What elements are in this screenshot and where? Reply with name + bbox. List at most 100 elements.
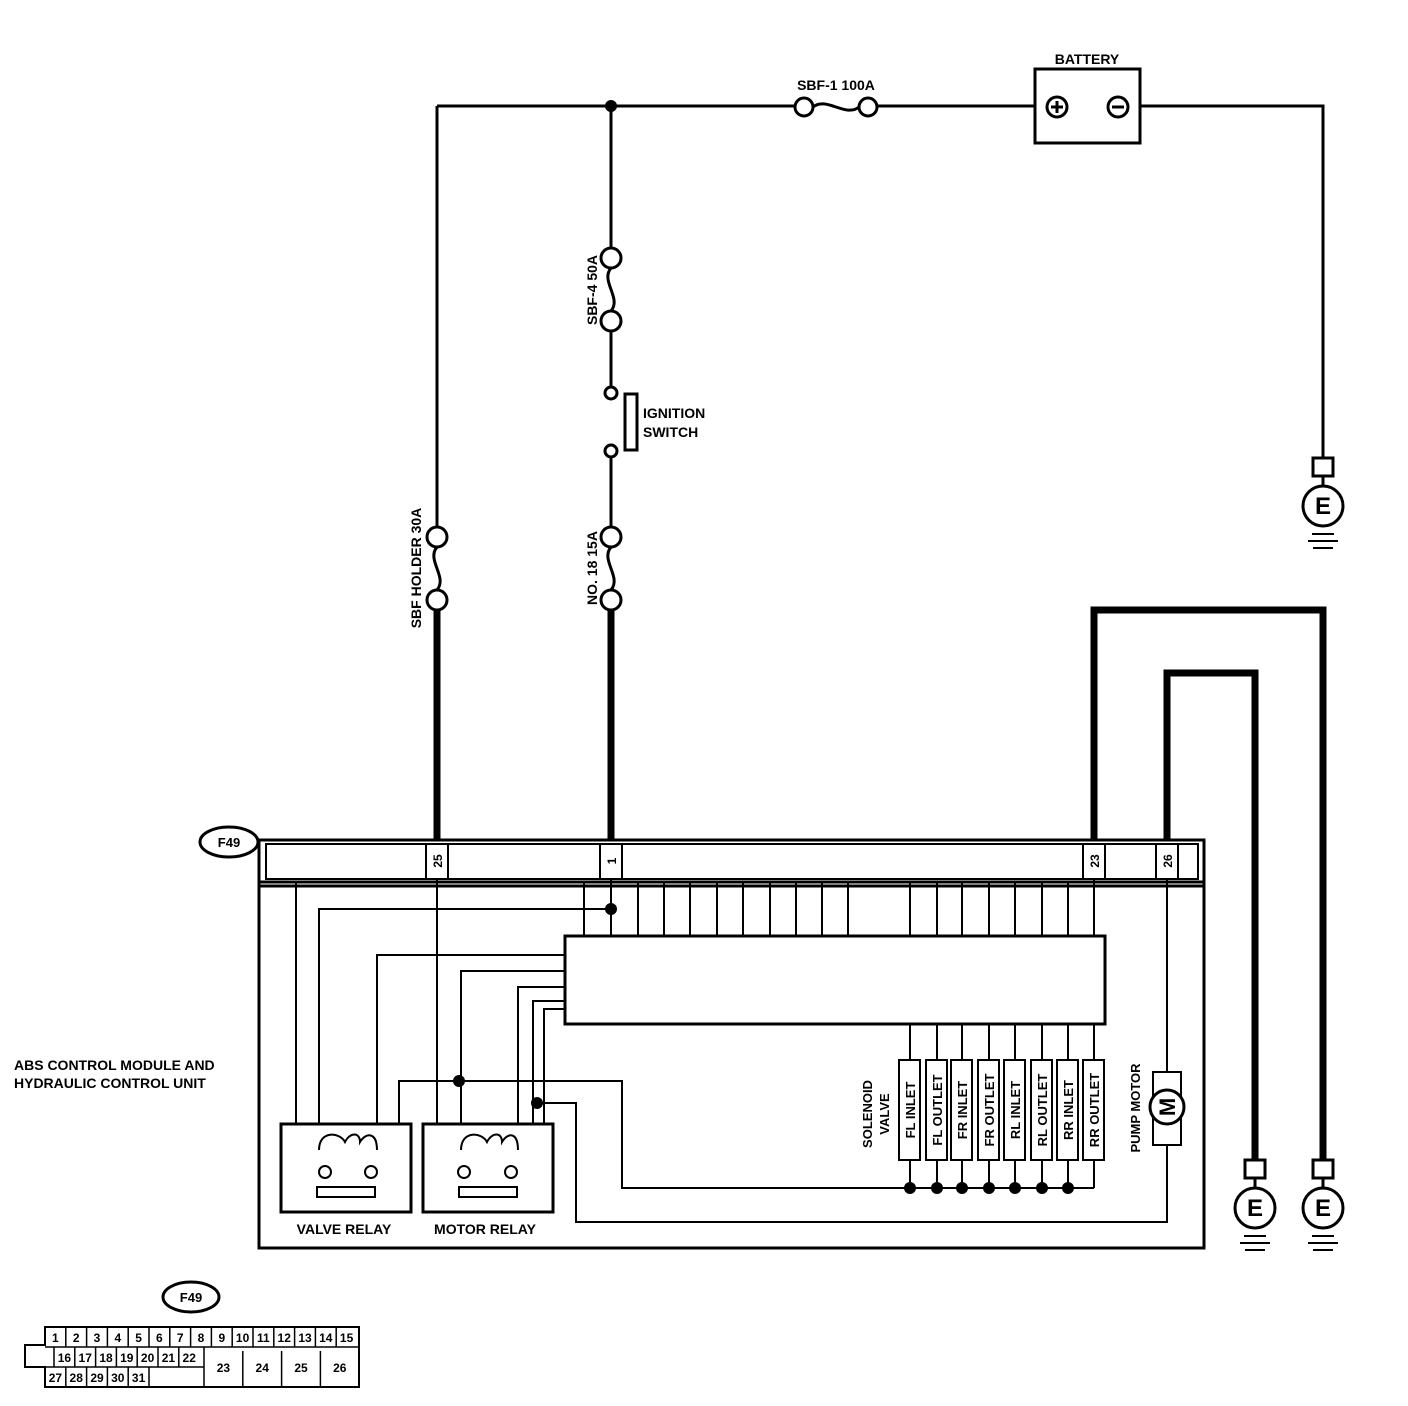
pinout-pin-label: 26 xyxy=(333,1361,347,1375)
motor-relay-contact xyxy=(458,1186,518,1198)
pinout-pin-label: 8 xyxy=(198,1331,205,1345)
ground-label-3: E xyxy=(1315,1195,1331,1222)
pinout-pin-label: 6 xyxy=(156,1331,163,1345)
pinout-pin-label: 7 xyxy=(177,1331,184,1345)
connector-id-label: F49 xyxy=(218,835,240,850)
module-label-2: HYDRAULIC CONTROL UNIT xyxy=(14,1075,206,1091)
pin-label: 1 xyxy=(605,857,619,864)
pinout-pin-label: 24 xyxy=(256,1361,270,1375)
solenoid-valve-label: RL OUTLET xyxy=(1035,1074,1050,1147)
pinout-pin-label: 20 xyxy=(141,1351,155,1365)
battery-label: BATTERY xyxy=(1055,51,1120,67)
motor-relay-label: MOTOR RELAY xyxy=(434,1221,537,1237)
ground-label-1: E xyxy=(1315,493,1331,520)
solenoid-valve-label: RR OUTLET xyxy=(1087,1073,1102,1147)
junction-dot xyxy=(904,1182,916,1194)
pin-label: 25 xyxy=(431,854,445,868)
pinout-pin-label: 30 xyxy=(111,1371,125,1385)
valve-relay-label: VALVE RELAY xyxy=(297,1221,392,1237)
solenoid-label-2: VALVE xyxy=(877,1093,892,1135)
no18-label: NO. 18 15A xyxy=(584,531,600,605)
valve-relay-coil xyxy=(318,1133,378,1151)
solenoid-valve xyxy=(1030,1059,1053,1161)
junction-dot xyxy=(453,1075,465,1087)
solenoid-valve xyxy=(1003,1059,1026,1161)
ground-symbol-2 xyxy=(1233,1158,1277,1251)
wire-pin26-ground xyxy=(1163,669,1259,1160)
solenoid-valve xyxy=(977,1059,1000,1161)
pinout-pin-label: 17 xyxy=(79,1351,93,1365)
pinout-pin-label: 25 xyxy=(294,1361,308,1375)
sbf4-label: SBF-4 50A xyxy=(584,255,600,325)
solenoid-valve xyxy=(1082,1059,1105,1161)
pump-motor-symbol xyxy=(1148,1088,1186,1126)
ignition-switch xyxy=(603,385,639,459)
pinout-pin-label: 14 xyxy=(319,1331,333,1345)
pinout-pin-label: 11 xyxy=(257,1331,270,1345)
motor-relay-box xyxy=(421,1122,555,1214)
pump-motor-m: M xyxy=(1155,1098,1180,1116)
pinout-pin-label: 22 xyxy=(183,1351,197,1365)
pinout-pin-label: 3 xyxy=(94,1331,101,1345)
pinout-pin-label: 13 xyxy=(298,1331,312,1345)
pinout-id-label: F49 xyxy=(180,1290,202,1305)
valve-relay-contact xyxy=(316,1186,376,1198)
pin-label: 26 xyxy=(1161,854,1175,868)
pinout-pin-label: 21 xyxy=(162,1351,176,1365)
ignition-label-1: IGNITION xyxy=(643,405,705,421)
pin-label: 23 xyxy=(1088,854,1102,868)
pinout-outline xyxy=(24,1326,360,1388)
pinout-pin-label: 1 xyxy=(52,1331,59,1345)
ground-symbol-3 xyxy=(1301,1158,1345,1251)
junction-dot xyxy=(605,903,617,915)
solenoid-valve-label: FL INLET xyxy=(903,1082,918,1139)
junction-dot xyxy=(956,1182,968,1194)
solenoid-valve xyxy=(898,1059,921,1161)
junction-dot xyxy=(531,1097,543,1109)
pinout-pin-label: 5 xyxy=(135,1331,142,1345)
module-outline xyxy=(257,880,1206,1250)
connector-strip-inner xyxy=(265,843,1199,880)
wire-pin23-ground xyxy=(1090,606,1327,1160)
junction-dot xyxy=(1062,1182,1074,1194)
junction-dot xyxy=(1009,1182,1021,1194)
pinout-pin-label: 12 xyxy=(278,1331,292,1345)
pinout-pin-label: 16 xyxy=(58,1351,72,1365)
fuse-no18 xyxy=(599,525,623,612)
control-ic-block xyxy=(563,934,1107,1026)
pinout-pin-label: 23 xyxy=(217,1361,231,1375)
pinout-grid xyxy=(45,1327,359,1387)
solenoid-valve-label: FL OUTLET xyxy=(930,1074,945,1145)
solenoid-valve xyxy=(1056,1059,1079,1161)
pinout-pin-label: 2 xyxy=(73,1331,80,1345)
pinout-pin-label: 29 xyxy=(90,1371,104,1385)
pump-motor-label: PUMP MOTOR xyxy=(1128,1063,1143,1153)
fuse-sbf1 xyxy=(793,96,879,118)
valve-relay-box xyxy=(279,1122,413,1214)
pinout-pin-label: 28 xyxy=(70,1371,84,1385)
pinout-pin-label: 10 xyxy=(236,1331,250,1345)
ground-label-2: E xyxy=(1247,1195,1263,1222)
pinout-pin-label: 9 xyxy=(218,1331,225,1345)
junction-dot xyxy=(983,1182,995,1194)
pinout-pin-label: 19 xyxy=(120,1351,134,1365)
pinout-pin-label: 15 xyxy=(340,1331,354,1345)
solenoid-valve-label: RR INLET xyxy=(1061,1080,1076,1140)
pinout-pin-label: 18 xyxy=(99,1351,113,1365)
ignition-label-2: SWITCH xyxy=(643,424,698,440)
ground-symbol-1 xyxy=(1301,456,1345,549)
module-label-1: ABS CONTROL MODULE AND xyxy=(14,1057,215,1073)
fuse-sbf-holder xyxy=(425,525,449,612)
solenoid-valve xyxy=(950,1059,973,1161)
motor-relay-coil xyxy=(460,1133,519,1151)
fuse-sbf4 xyxy=(599,246,623,333)
junction-dot xyxy=(931,1182,943,1194)
pinout-pin-label: 4 xyxy=(114,1331,121,1345)
solenoid-valve-label: FR OUTLET xyxy=(982,1073,997,1146)
junction-dot xyxy=(605,100,617,112)
solenoid-valve-label: RL INLET xyxy=(1008,1081,1023,1139)
sbf1-label: SBF-1 100A xyxy=(797,77,875,93)
pinout-id-badge xyxy=(161,1280,221,1314)
